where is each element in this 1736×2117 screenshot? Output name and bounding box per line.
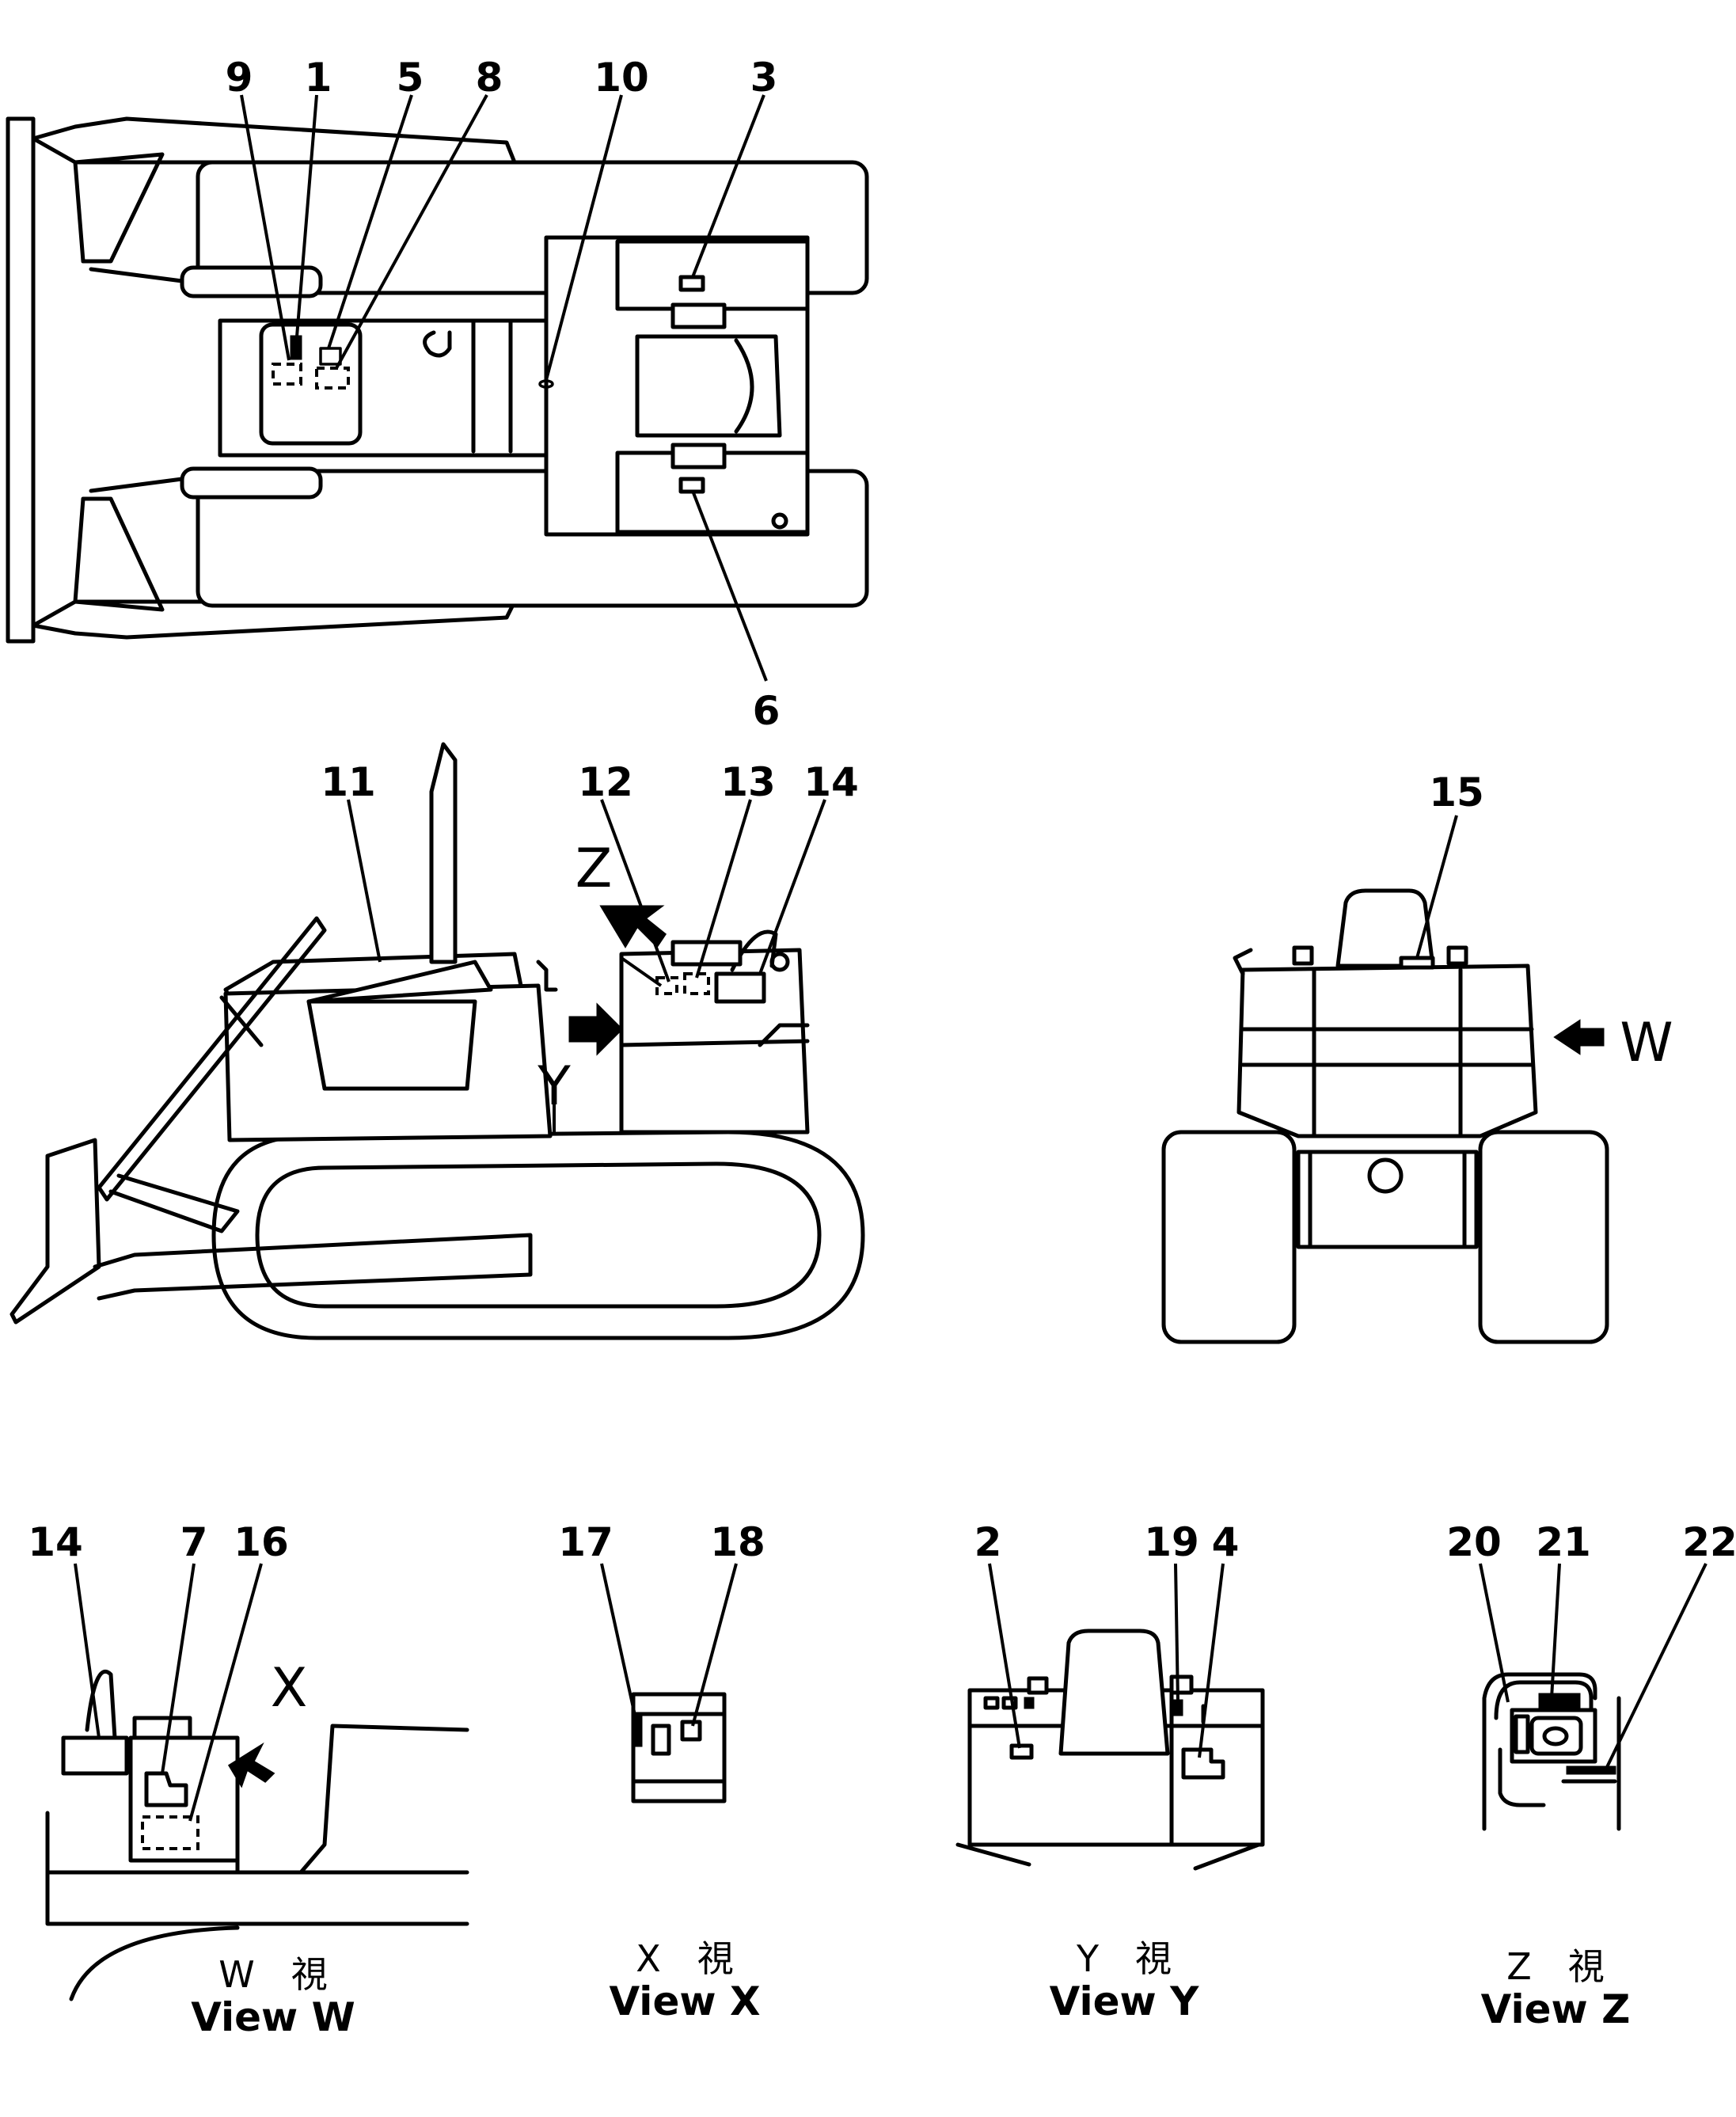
caption-y-en: View Y bbox=[1050, 1978, 1199, 2024]
caption-x-jp: X 視 bbox=[636, 1937, 734, 1980]
decal-8 bbox=[315, 367, 350, 390]
decal-18 bbox=[680, 1720, 702, 1742]
view-x-marker: X bbox=[271, 1657, 308, 1720]
decal-6 bbox=[678, 477, 705, 494]
decal-4 bbox=[1181, 1747, 1225, 1780]
blade-arm-upper bbox=[31, 116, 517, 165]
callout-16: 16 bbox=[234, 1519, 289, 1565]
decal-16 bbox=[141, 1815, 199, 1850]
caption-z-en: View Z bbox=[1481, 1986, 1631, 2032]
blade-side bbox=[9, 1138, 101, 1325]
callout-20: 20 bbox=[1446, 1519, 1502, 1565]
rear-body bbox=[1236, 963, 1538, 1138]
callout-17: 17 bbox=[558, 1519, 613, 1565]
view-w bbox=[45, 1669, 469, 2001]
callout-11: 11 bbox=[321, 759, 376, 805]
hood-panel bbox=[259, 322, 363, 446]
caption-z-jp: Z 視 bbox=[1506, 1945, 1605, 1988]
view-z-marker: Z bbox=[576, 838, 613, 900]
y-body bbox=[967, 1688, 1265, 1847]
top-view bbox=[6, 116, 869, 644]
callout-5: 5 bbox=[397, 55, 424, 101]
callout-9: 9 bbox=[226, 55, 253, 101]
rear-view bbox=[1161, 888, 1609, 1344]
side-view-leaders bbox=[347, 799, 826, 987]
rear-track-left bbox=[1161, 1130, 1297, 1344]
rear-view-labels: 15 W bbox=[1415, 770, 1673, 1074]
callout-7: 7 bbox=[180, 1519, 208, 1565]
callout-2: 2 bbox=[974, 1519, 1002, 1565]
arrow-x bbox=[227, 1742, 275, 1788]
decal-10 bbox=[538, 379, 554, 389]
decal-12 bbox=[655, 976, 678, 995]
hood-grille bbox=[306, 999, 477, 1091]
arrow-z bbox=[599, 905, 667, 948]
decal-2 bbox=[1009, 1743, 1034, 1760]
y-seat bbox=[1058, 1629, 1170, 1756]
callout-8: 8 bbox=[476, 55, 503, 101]
view-y-labels: 2 19 4 Y 視 View Y bbox=[974, 1519, 1240, 2024]
decal-5 bbox=[319, 347, 342, 366]
decal-17 bbox=[632, 1712, 643, 1747]
callout-18: 18 bbox=[710, 1519, 765, 1565]
view-y-marker: Y bbox=[537, 1055, 571, 1118]
arrow-w bbox=[1553, 1019, 1605, 1055]
decal-22 bbox=[1566, 1765, 1616, 1775]
view-y bbox=[955, 1629, 1265, 1871]
lift-cylinder-side bbox=[97, 916, 327, 1202]
callout-1: 1 bbox=[305, 55, 332, 101]
callout-12: 12 bbox=[578, 759, 633, 805]
decal-14-side bbox=[714, 971, 766, 1004]
decal-21 bbox=[1538, 1693, 1581, 1712]
side-view bbox=[9, 742, 865, 1340]
rear-track-right bbox=[1478, 1130, 1609, 1344]
decal-3 bbox=[678, 275, 705, 292]
caption-y-jp: Y 視 bbox=[1076, 1937, 1172, 1980]
callout-13: 13 bbox=[720, 759, 776, 805]
track-side bbox=[211, 1130, 865, 1340]
cylinder-lower bbox=[73, 496, 165, 612]
exhaust-stack bbox=[429, 742, 458, 964]
rear-frame bbox=[1296, 1150, 1479, 1249]
caption-w-en: View W bbox=[191, 1994, 355, 2040]
callout-19: 19 bbox=[1144, 1519, 1199, 1565]
view-w-marker: W bbox=[1620, 1012, 1673, 1074]
decal-9 bbox=[272, 363, 302, 386]
top-view-leaders bbox=[240, 94, 768, 682]
callout-6: 6 bbox=[753, 688, 781, 734]
view-z-labels: 20 21 22 Z 視 View Z bbox=[1446, 1519, 1736, 2032]
decal-1 bbox=[290, 335, 302, 360]
decal-13 bbox=[683, 972, 710, 995]
view-x bbox=[631, 1692, 727, 1803]
x-panel bbox=[631, 1692, 727, 1803]
callout-14-w: 14 bbox=[28, 1519, 83, 1565]
operator-seat-top bbox=[635, 334, 782, 438]
caption-x-en: View X bbox=[609, 1978, 760, 2024]
decal-14-w bbox=[61, 1735, 129, 1776]
blade-top bbox=[6, 116, 36, 644]
callout-3: 3 bbox=[750, 55, 778, 101]
caption-w-jp: W 視 bbox=[218, 1953, 327, 1996]
view-x-labels: 17 18 X 視 View X bbox=[558, 1519, 765, 2024]
decal-15 bbox=[1399, 956, 1435, 970]
callout-21: 21 bbox=[1536, 1519, 1591, 1565]
view-w-labels: 14 7 16 X W 視 View W bbox=[28, 1519, 355, 2040]
decal-7 bbox=[144, 1771, 188, 1807]
callout-10: 10 bbox=[594, 55, 649, 101]
decal-11 bbox=[306, 960, 493, 1004]
side-view-labels: 11 12 13 14 Z Y bbox=[321, 759, 859, 1118]
rear-seat bbox=[1335, 888, 1435, 968]
view-z bbox=[1482, 1672, 1621, 1831]
callout-4: 4 bbox=[1212, 1519, 1240, 1565]
cylinder-upper bbox=[73, 152, 165, 264]
arrow-y bbox=[568, 1002, 624, 1056]
decal-20 bbox=[1514, 1714, 1530, 1754]
top-view-callouts: 9 1 5 8 10 3 6 bbox=[226, 55, 781, 734]
callout-15: 15 bbox=[1429, 770, 1484, 815]
callout-14-side: 14 bbox=[803, 759, 859, 805]
callout-22: 22 bbox=[1682, 1519, 1736, 1565]
decal-19 bbox=[1172, 1699, 1183, 1716]
